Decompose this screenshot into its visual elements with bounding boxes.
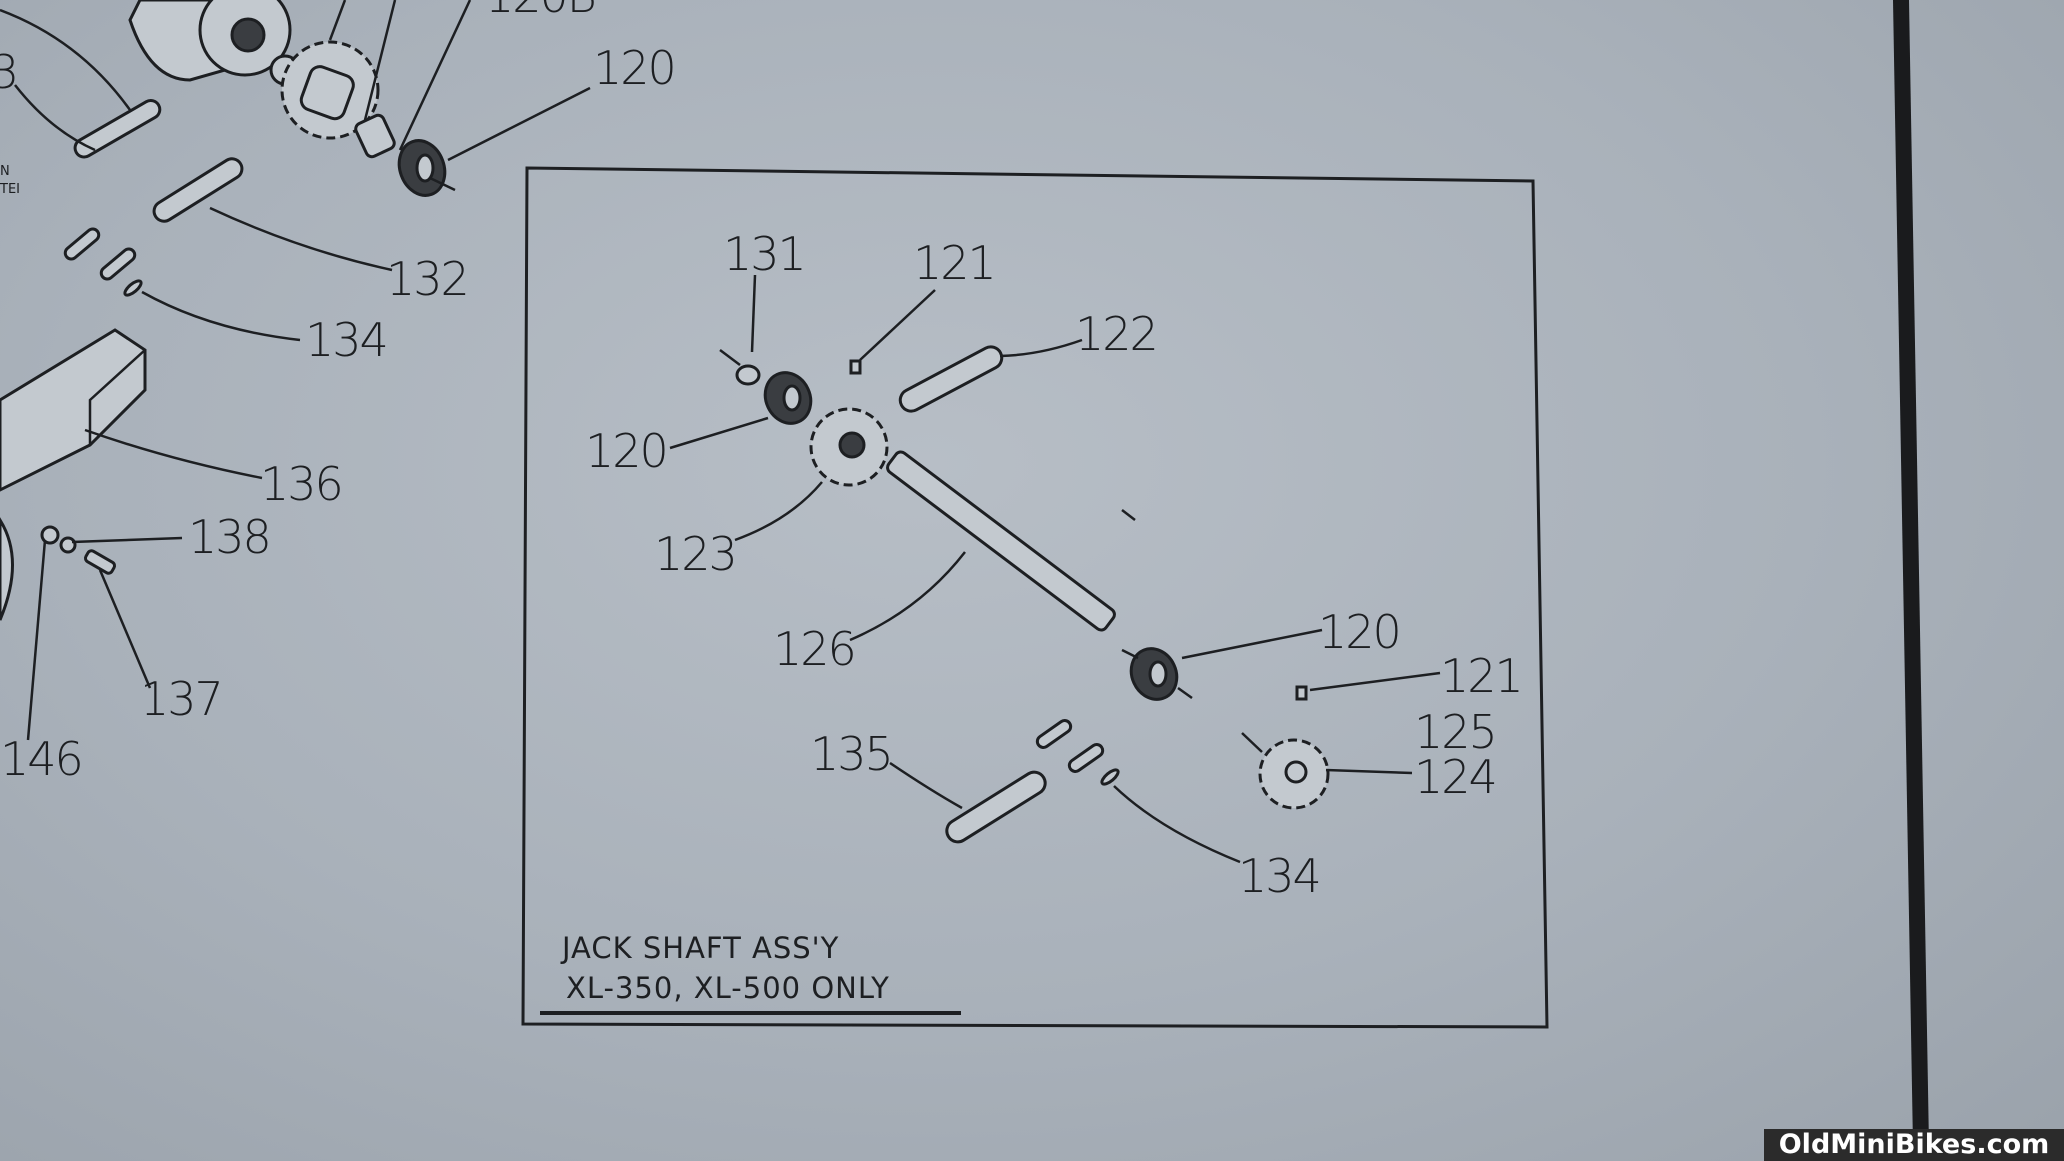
callout: 134: [305, 313, 387, 367]
inset-frame: [521, 166, 1549, 1029]
wheel-hub-partial: [0, 517, 14, 621]
callout-122: 122: [1075, 307, 1157, 361]
callout: 132: [386, 252, 468, 306]
caption-title: JACK SHAFT ASS'Y: [560, 931, 839, 965]
inset-callouts: 131 121 122 120 123 126 120 121 125 124 …: [585, 227, 1524, 903]
clip-134: [1100, 768, 1120, 786]
sprocket-bore: [838, 431, 866, 459]
connector-plate: [99, 247, 137, 281]
callout-126: 126: [773, 622, 855, 676]
callout-125: 125: [1414, 705, 1496, 759]
chain-link-132: [152, 157, 244, 223]
callout: 120: [593, 41, 675, 95]
jack-shaft-126: [886, 450, 1116, 632]
chain-link-122: [898, 345, 1004, 413]
callout-124: 124: [1414, 750, 1496, 804]
inset-caption: JACK SHAFT ASS'Y XL-350, XL-500 ONLY: [540, 931, 961, 1015]
callout-121: 121: [913, 236, 995, 290]
spacer-hub: [299, 65, 355, 121]
inset-leader-lines: [669, 274, 1441, 864]
callout-131: 131: [723, 227, 805, 281]
callout-120: 120: [1318, 605, 1400, 659]
edge-text: TEI: [0, 182, 20, 197]
callout: 146: [0, 732, 82, 786]
bolt-137: [83, 549, 117, 575]
callout: 136: [260, 457, 342, 511]
caption-models: XL-350, XL-500 ONLY: [566, 971, 890, 1005]
washer-131: [735, 364, 761, 386]
bearing-bore: [782, 384, 802, 412]
key-121-right: [1295, 685, 1308, 701]
callout-120: 120: [585, 424, 667, 478]
main-callouts: 120B 120 3 132 134 136 138 137 146 N TEI: [0, 0, 677, 786]
key-121: [849, 359, 862, 375]
callout: 120B: [485, 0, 595, 23]
edge-text: N: [0, 164, 10, 179]
bearing-bore: [415, 153, 435, 183]
sprocket-bore: [1284, 760, 1308, 784]
connector-link: [63, 227, 101, 261]
connector-plate: [1067, 743, 1105, 773]
callout: 137: [140, 672, 222, 726]
connector-link: [1035, 719, 1073, 749]
clutch-bore: [230, 17, 266, 53]
callout-134: 134: [1238, 849, 1320, 903]
callout-121: 121: [1440, 649, 1522, 703]
chain-link-135: [945, 770, 1047, 844]
watermark: OldMiniBikes.com: [1764, 1129, 2064, 1161]
main-leader-lines: [0, 0, 591, 741]
callout-123: 123: [654, 527, 736, 581]
clip-134: [123, 279, 143, 297]
main-diagram-parts: [0, 0, 447, 621]
callout-135: 135: [810, 727, 892, 781]
chain-link-3: [73, 99, 162, 159]
spacer: [354, 113, 396, 159]
frame-member-136: [0, 328, 147, 492]
inset-parts: [735, 345, 1330, 844]
bearing-bore: [1148, 660, 1168, 688]
callout: 138: [188, 510, 270, 564]
callout: 3: [0, 45, 17, 99]
lockwasher-138: [59, 536, 77, 554]
washer-138: [40, 525, 60, 545]
